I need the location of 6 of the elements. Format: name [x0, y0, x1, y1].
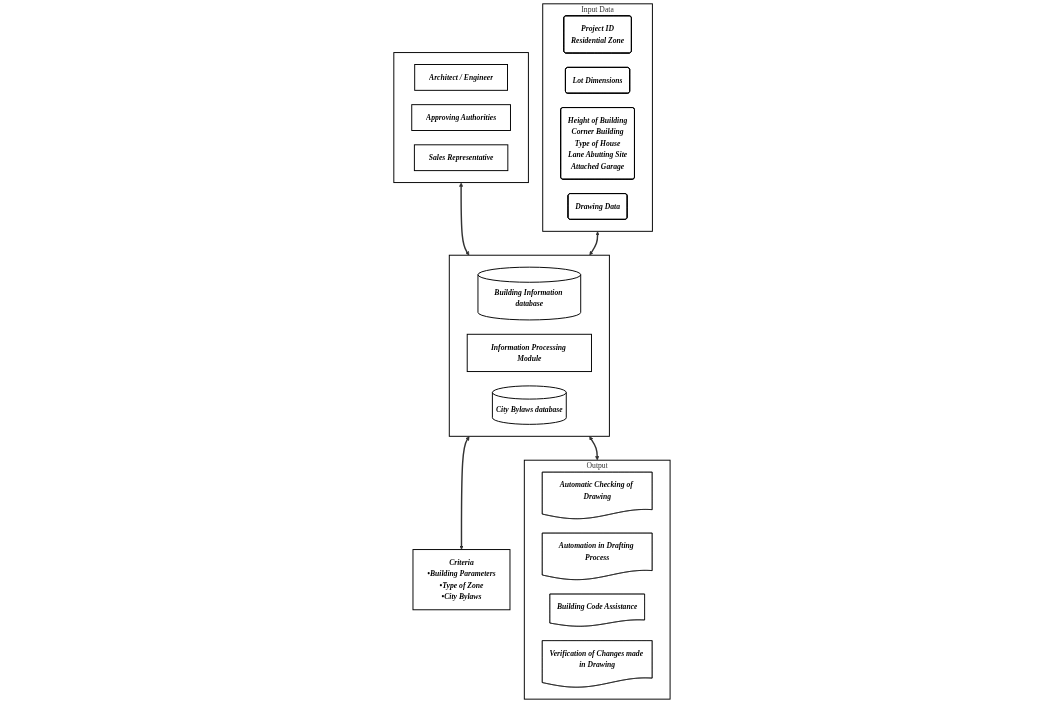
arrow: [589, 231, 600, 256]
arrow: [459, 436, 470, 550]
arrow: [459, 182, 470, 256]
arrow: [589, 436, 600, 461]
cluster: [448, 254, 610, 437]
cluster: [393, 52, 529, 184]
